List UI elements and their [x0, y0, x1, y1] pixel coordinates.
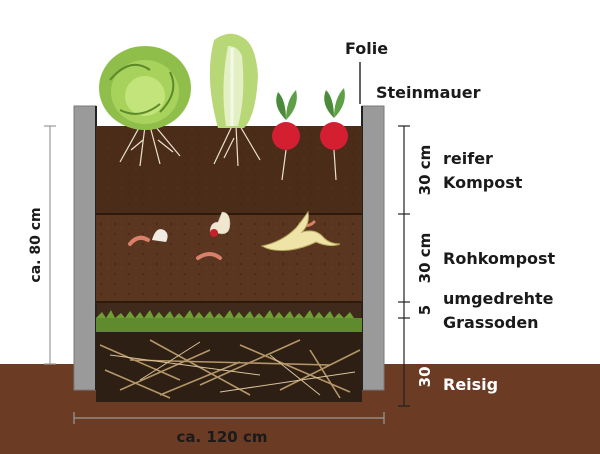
- banana-peel-icon: [260, 210, 341, 251]
- radish-icon: [272, 88, 348, 181]
- thickness-scale: [398, 125, 410, 407]
- layer-3-name-line1: umgedrehte: [443, 289, 554, 308]
- height-label: ca. 80 cm: [28, 207, 44, 282]
- stone-wall-label: Steinmauer: [376, 83, 481, 102]
- apple-core-icon: [209, 211, 231, 237]
- layer-1-name-line1: reifer: [443, 149, 493, 168]
- layer-2-name-line1: Rohkompost: [443, 249, 556, 268]
- eggshell-icon: [152, 229, 168, 242]
- foil-label: Folie: [345, 39, 388, 58]
- layer-1-thickness: 30 cm: [416, 145, 434, 196]
- layer-1-name-line2: Kompost: [443, 173, 523, 192]
- romaine-icon: [209, 33, 261, 167]
- layer-3-name-line2: Grassoden: [443, 313, 539, 332]
- stone-wall-right: [361, 105, 385, 391]
- layer-4-thickness: 30 cm: [416, 337, 434, 388]
- stone-wall-left: [73, 105, 97, 391]
- width-label: ca. 120 cm: [177, 428, 268, 446]
- grass-strip: [96, 318, 362, 332]
- width-dimension: [73, 412, 385, 424]
- height-dimension: [44, 125, 56, 365]
- brushwood-twigs: [99, 339, 361, 399]
- layer-2-thickness: 30 cm: [416, 233, 434, 284]
- lettuce-icon: [99, 46, 191, 167]
- layer-3-thickness: 5: [416, 305, 434, 315]
- layer-4-name-line1: Reisig: [443, 375, 498, 394]
